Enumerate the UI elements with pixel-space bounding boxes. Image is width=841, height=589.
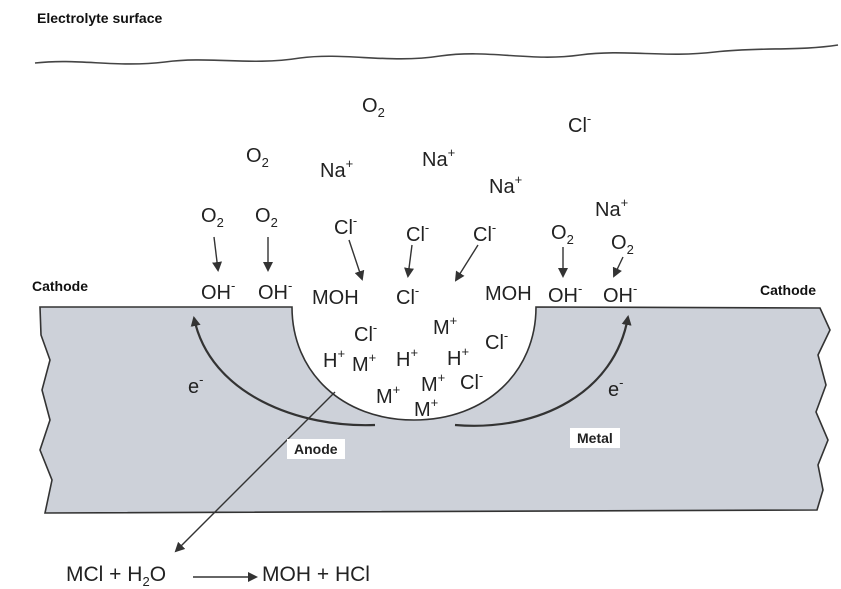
equation-reactants: MCl + H2O [66, 563, 167, 589]
electron-label: e- [608, 375, 624, 401]
oh-ion-label: OH- [201, 278, 236, 304]
metal-label: Metal [570, 428, 620, 448]
na-ion-label: Na+ [422, 145, 456, 171]
cl-ion-label: Cl- [568, 111, 592, 137]
cl-ion-label: Cl- [396, 283, 420, 309]
electrolyte-surface-line [34, 44, 839, 65]
m-ion-label: M+ [421, 370, 446, 396]
cl-ion-label: Cl- [460, 368, 484, 394]
o2-label: O2 [255, 205, 278, 230]
arrow-cl-1 [348, 239, 365, 281]
electron-arrow-right [454, 315, 632, 427]
o2-label: O2 [246, 145, 269, 170]
cl-ion-label: Cl- [406, 220, 430, 246]
arrow-o2-to-oh-1 [212, 236, 223, 272]
arrow-o2-to-oh-4 [612, 256, 624, 278]
cathode-right-label: Cathode [760, 282, 816, 298]
anode-label: Anode [287, 439, 345, 459]
cl-ion-label: Cl- [354, 320, 378, 346]
electron-label: e- [188, 372, 204, 398]
oh-ion-label: OH- [548, 281, 583, 307]
h-ion-label: H+ [447, 344, 470, 370]
electrolyte-surface-label: Electrolyte surface [37, 10, 163, 26]
m-ion-label: M+ [376, 382, 401, 408]
electron-arrow-left [190, 316, 376, 427]
cl-ion-label: Cl- [485, 328, 509, 354]
cathode-left-label: Cathode [32, 278, 88, 294]
cl-ion-label: Cl- [473, 220, 497, 246]
oh-ion-label: OH- [603, 281, 638, 307]
h-ion-label: H+ [323, 346, 346, 372]
na-ion-label: Na+ [489, 172, 523, 198]
moh-label: MOH [485, 283, 532, 305]
na-ion-label: Na+ [595, 195, 629, 221]
arrow-cl-2 [404, 244, 414, 278]
arrow-cl-3 [454, 244, 479, 282]
o2-label: O2 [551, 222, 574, 247]
moh-label: MOH [312, 287, 359, 309]
m-ion-label: M+ [414, 395, 439, 421]
m-ion-label: M+ [352, 350, 377, 376]
na-ion-label: Na+ [320, 156, 354, 182]
cl-ion-label: Cl- [334, 213, 358, 239]
equation-products: MOH + HCl [262, 563, 370, 586]
oh-ion-label: OH- [258, 278, 293, 304]
m-ion-label: M+ [433, 313, 458, 339]
o2-label: O2 [611, 232, 634, 257]
o2-label: O2 [362, 95, 385, 120]
metal-body [39, 306, 831, 514]
reaction-arrow [174, 391, 336, 553]
o2-label: O2 [201, 205, 224, 230]
h-ion-label: H+ [396, 345, 419, 371]
